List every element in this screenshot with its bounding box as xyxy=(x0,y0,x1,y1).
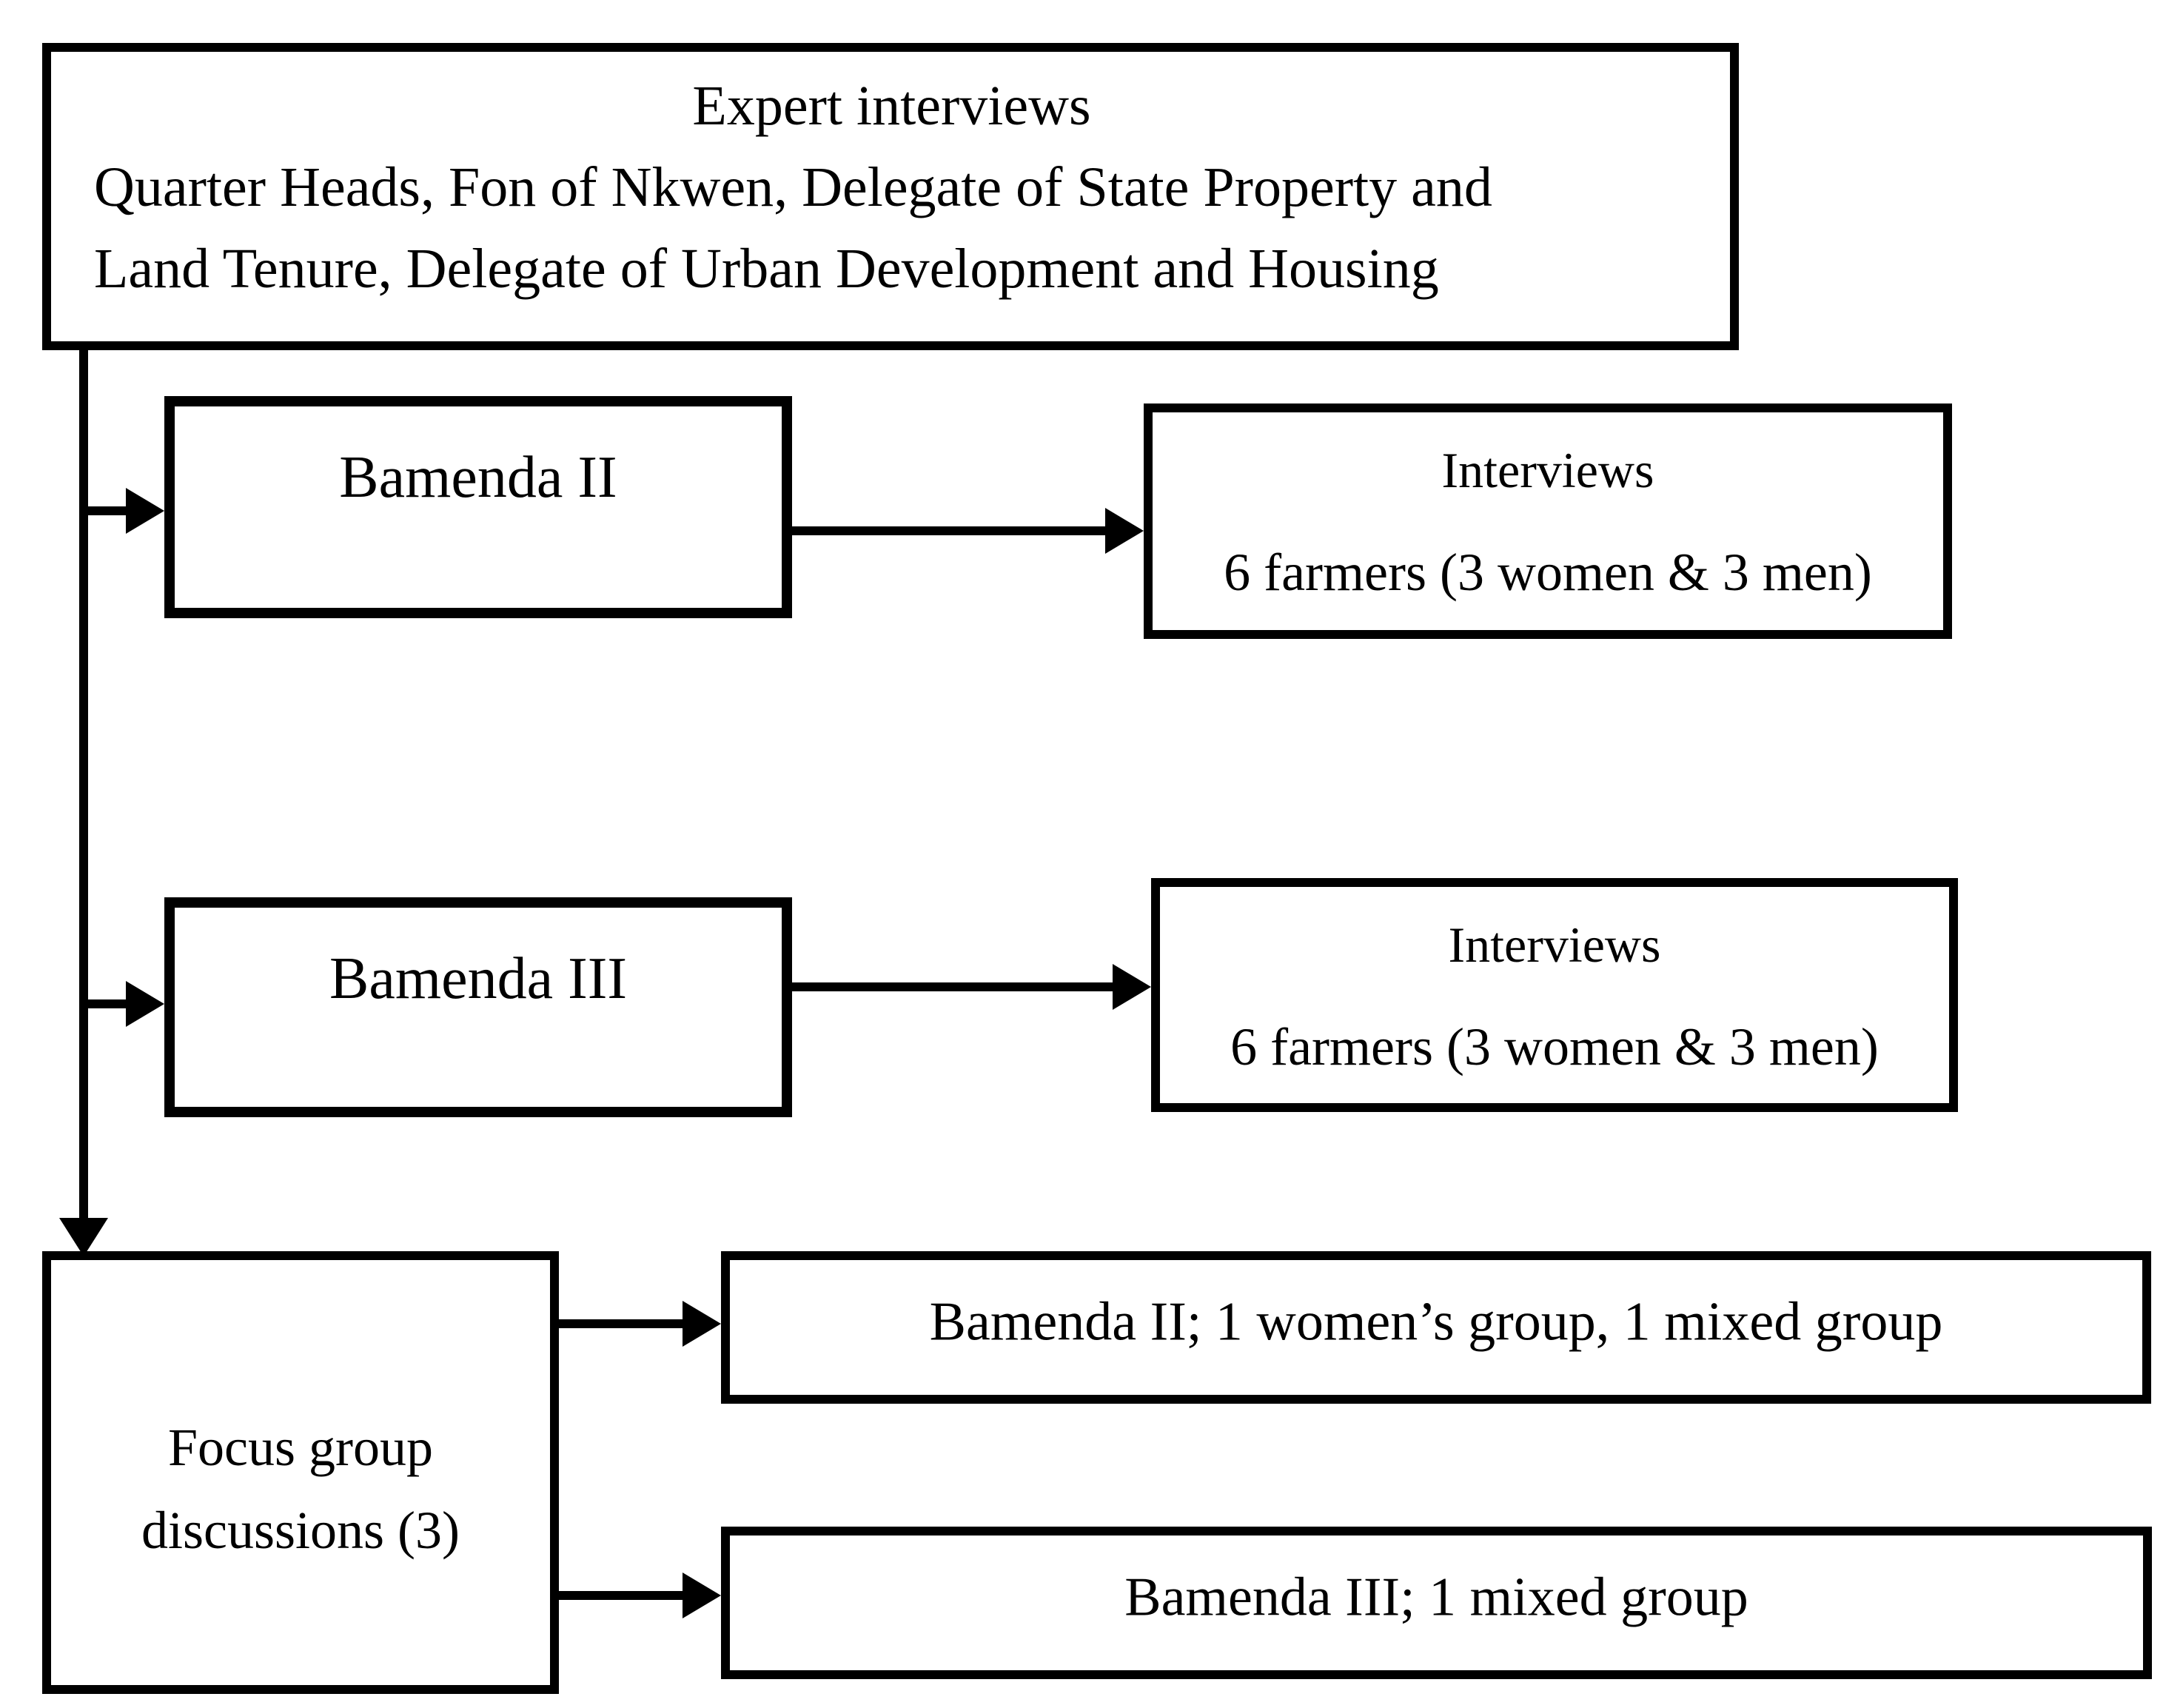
branch-bamenda-ii-line xyxy=(79,506,127,515)
arrowhead-right-icon xyxy=(683,1573,721,1618)
arrowhead-right-icon xyxy=(683,1301,721,1347)
bamenda-iii-label: Bamenda III xyxy=(329,946,628,1011)
interviews-bamenda-ii-text: Interviews 6 farmers (3 women & 3 men) xyxy=(1153,412,1943,605)
expert-interviews-box: Expert interviews Quarter Heads, Fon of … xyxy=(42,43,1739,350)
interviews-bamenda-ii-box: Interviews 6 farmers (3 women & 3 men) xyxy=(1144,403,1952,639)
trunk-connector-line xyxy=(79,348,88,1222)
connector-bamenda-ii-interviews-line xyxy=(792,526,1107,535)
connector-bamenda-iii-interviews-line xyxy=(792,982,1114,991)
connector-focus-bamenda-ii-line xyxy=(559,1319,685,1328)
interviews-title: Interviews xyxy=(1448,917,1661,973)
expert-interviews-text: Expert interviews Quarter Heads, Fon of … xyxy=(51,52,1730,309)
branch-bamenda-iii-line xyxy=(79,999,127,1008)
expert-interviews-body-line2: Land Tenure, Delegate of Urban Developme… xyxy=(94,238,1439,300)
arrowhead-right-icon xyxy=(1105,508,1144,554)
interviews-detail: 6 farmers (3 women & 3 men) xyxy=(1230,1017,1879,1076)
focus-group-line1: Focus group xyxy=(168,1418,433,1477)
focus-group-box: Focus group discussions (3) xyxy=(42,1251,559,1694)
focus-group-bamenda-ii-label: Bamenda II; 1 women’s group, 1 mixed gro… xyxy=(929,1291,1943,1353)
arrowhead-right-icon xyxy=(1113,964,1151,1010)
focus-group-bamenda-ii-box: Bamenda II; 1 women’s group, 1 mixed gro… xyxy=(721,1251,2151,1404)
focus-group-bamenda-iii-label: Bamenda III; 1 mixed group xyxy=(1124,1567,1748,1628)
bamenda-ii-label: Bamenda II xyxy=(339,445,617,510)
focus-group-line2: discussions (3) xyxy=(141,1501,460,1560)
arrowhead-right-icon xyxy=(126,488,164,534)
interviews-detail: 6 farmers (3 women & 3 men) xyxy=(1224,543,1872,602)
interviews-bamenda-iii-box: Interviews 6 farmers (3 women & 3 men) xyxy=(1151,878,1958,1112)
interviews-title: Interviews xyxy=(1441,442,1654,498)
focus-group-bamenda-iii-box: Bamenda III; 1 mixed group xyxy=(721,1527,2152,1679)
bamenda-ii-box: Bamenda II xyxy=(164,396,792,618)
interviews-bamenda-iii-text: Interviews 6 farmers (3 women & 3 men) xyxy=(1160,887,1949,1079)
expert-interviews-title: Expert interviews xyxy=(692,75,1091,137)
bamenda-iii-box: Bamenda III xyxy=(164,897,792,1117)
focus-group-text: Focus group discussions (3) xyxy=(51,1406,550,1572)
arrowhead-right-icon xyxy=(126,981,164,1027)
arrowhead-down-icon xyxy=(59,1218,108,1256)
expert-interviews-body-line1: Quarter Heads, Fon of Nkwen, Delegate of… xyxy=(94,156,1492,218)
connector-focus-bamenda-iii-line xyxy=(559,1591,685,1600)
